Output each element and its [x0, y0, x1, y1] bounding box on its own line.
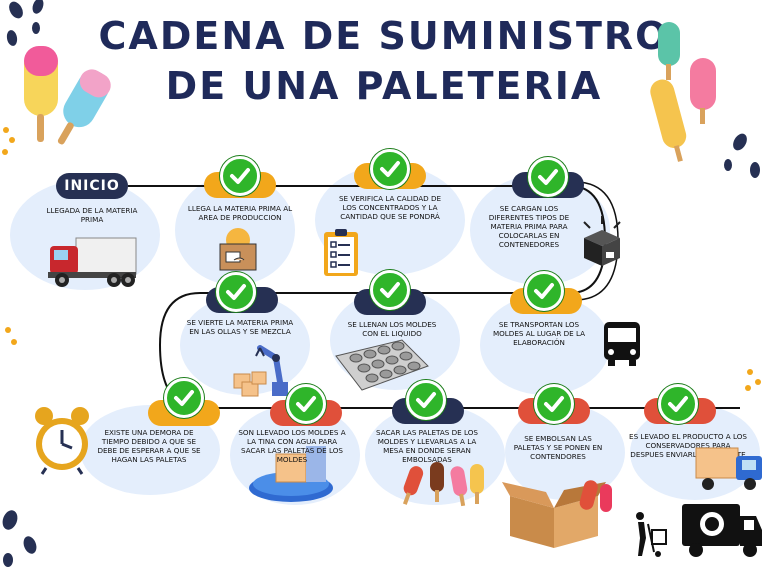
step-4-text: SE CARGAN LOS DIFERENTES TIPOS DE MATERI…: [488, 204, 570, 249]
delivery-truck-icon: [695, 447, 762, 490]
step-7-text: SE TRANSPORTAN LOS MOLDES AL LUGAR DE LA…: [492, 320, 586, 347]
start-badge: INICIO: [56, 173, 128, 199]
step-3-check-icon: [370, 149, 410, 189]
step-2-text: LLEGA LA MATERIA PRIMA AL AREA DE PRODUC…: [187, 204, 293, 222]
alarm-clock-icon: [35, 407, 89, 475]
step-7-check-icon: [524, 271, 564, 311]
page-subtitle: DE UNA PALETERIA: [165, 64, 603, 108]
step-10-check-icon: [406, 380, 446, 420]
robot-arm-icon: [233, 345, 288, 397]
truck-icon: [48, 237, 137, 287]
checklist-icon: [324, 229, 358, 276]
step-1-text: LLEGADA DE LA MATERIA PRIMA: [46, 206, 138, 224]
package-icon: [583, 216, 621, 266]
worker-box-icon: [219, 228, 257, 271]
step-4-check-icon: [528, 157, 568, 197]
open-box-icon: [502, 480, 612, 548]
step-6-check-icon: [370, 270, 410, 310]
step-8-check-icon: [164, 378, 204, 418]
step-3-text: SE VERIFICA LA CALIDAD DE LOS CONCENTRAD…: [338, 194, 442, 221]
step-2-check-icon: [220, 156, 260, 196]
step-9-check-icon: [286, 384, 326, 424]
popsicles-icon: [402, 462, 484, 507]
step-11-check-icon: [534, 384, 574, 424]
delivery-van-icon: [636, 504, 762, 557]
conveyor-icon: [249, 446, 333, 502]
page-title: CADENA DE SUMINISTRO: [98, 14, 670, 58]
step-8-text: EXISTE UNA DEMORA DE TIEMPO DEBIDO A QUE…: [97, 428, 201, 464]
step-9-text: SON LLEVADO LOS MOLDES A LA TINA CON AGU…: [238, 428, 346, 464]
step-12-text: ES LEVADO EL PRODUCTO A LOS CONSERVADORE…: [629, 432, 747, 459]
mold-tray-icon: [335, 339, 429, 391]
step-12-check-icon: [658, 384, 698, 424]
step-11-text: SE EMBOLSAN LAS PALETAS Y SE PONEN EN CO…: [513, 434, 603, 461]
step-5-text: SE VIERTE LA MATERIA PRIMA EN LAS OLLAS …: [186, 318, 294, 336]
step-6-text: SE LLENAN LOS MOLDES CON EL LIQUIDO: [347, 320, 437, 338]
step-5-check-icon: [216, 272, 256, 312]
bus-icon: [604, 322, 640, 366]
popsicle-decoration-icon: [24, 46, 111, 145]
step-10-text: SACAR LAS PALETAS DE LOS MOLDES Y LLEVAR…: [376, 428, 478, 464]
popsicle-decoration-icon: [650, 22, 716, 162]
